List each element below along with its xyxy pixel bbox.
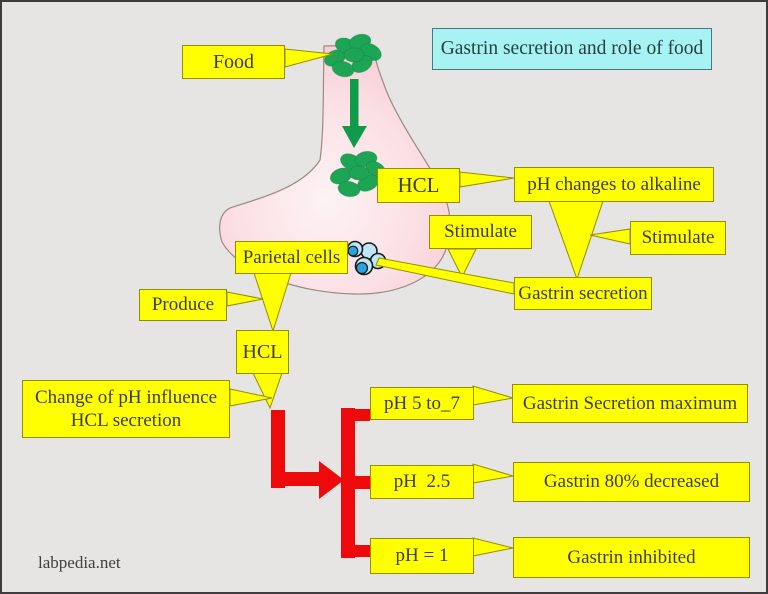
- ph-influence-label: Change of pH influence HCL secretion: [22, 380, 230, 438]
- ph-value-row1: pH 5 to_7: [370, 387, 474, 420]
- callout-ph5: [472, 385, 514, 406]
- ph-alkaline-label: pH changes to alkaline: [514, 167, 714, 202]
- callout-ph-influence: [229, 388, 273, 407]
- callout-stimulate-left-down: [447, 248, 477, 279]
- parietal-cells-icon: [346, 240, 387, 276]
- callout-parietal-down: [253, 272, 292, 333]
- ph-influence-line2: HCL secretion: [70, 409, 182, 431]
- callout-food: [284, 48, 334, 68]
- ph-value-row2: pH 2.5: [370, 465, 474, 499]
- watermark-text: labpedia.net: [38, 553, 121, 572]
- stomach-shape: [219, 44, 451, 295]
- callout-hcl-top: [459, 171, 515, 188]
- callout-produce: [226, 291, 264, 307]
- green-down-arrow-icon: [342, 79, 367, 148]
- diagram-title: Gastrin secretion and role of food: [432, 28, 712, 70]
- food-label: Food: [182, 45, 285, 79]
- produce-label: Produce: [139, 289, 227, 321]
- callout-hcl-lower-down: [252, 372, 283, 410]
- red-branch-arrow-icon: [271, 408, 370, 558]
- stimulate-left-label: Stimulate: [429, 215, 532, 249]
- ph-result-row2: Gastrin 80% decreased: [513, 462, 750, 502]
- food-bolus-top-icon: [324, 33, 382, 78]
- parietal-cells-label: Parietal cells: [235, 241, 348, 274]
- gastrin-secretion-label: Gastrin secretion: [514, 277, 652, 310]
- callout-ph25: [472, 463, 514, 484]
- stimulate-right-label: Stimulate: [630, 221, 726, 255]
- ph-result-row1: Gastrin Secretion maximum: [512, 384, 748, 423]
- hcl-lower-label: HCL: [236, 330, 289, 374]
- ph-result-row3: Gastrin inhibited: [513, 537, 750, 578]
- ph-value-row3: pH = 1: [370, 538, 474, 574]
- callout-alkaline-down: [548, 200, 604, 281]
- callout-ph1: [472, 537, 514, 557]
- callout-pointers: [226, 48, 631, 557]
- callout-stimulate-right: [589, 228, 631, 245]
- ph-influence-line1: Change of pH influence: [34, 386, 218, 408]
- hcl-top-label: HCL: [377, 168, 460, 203]
